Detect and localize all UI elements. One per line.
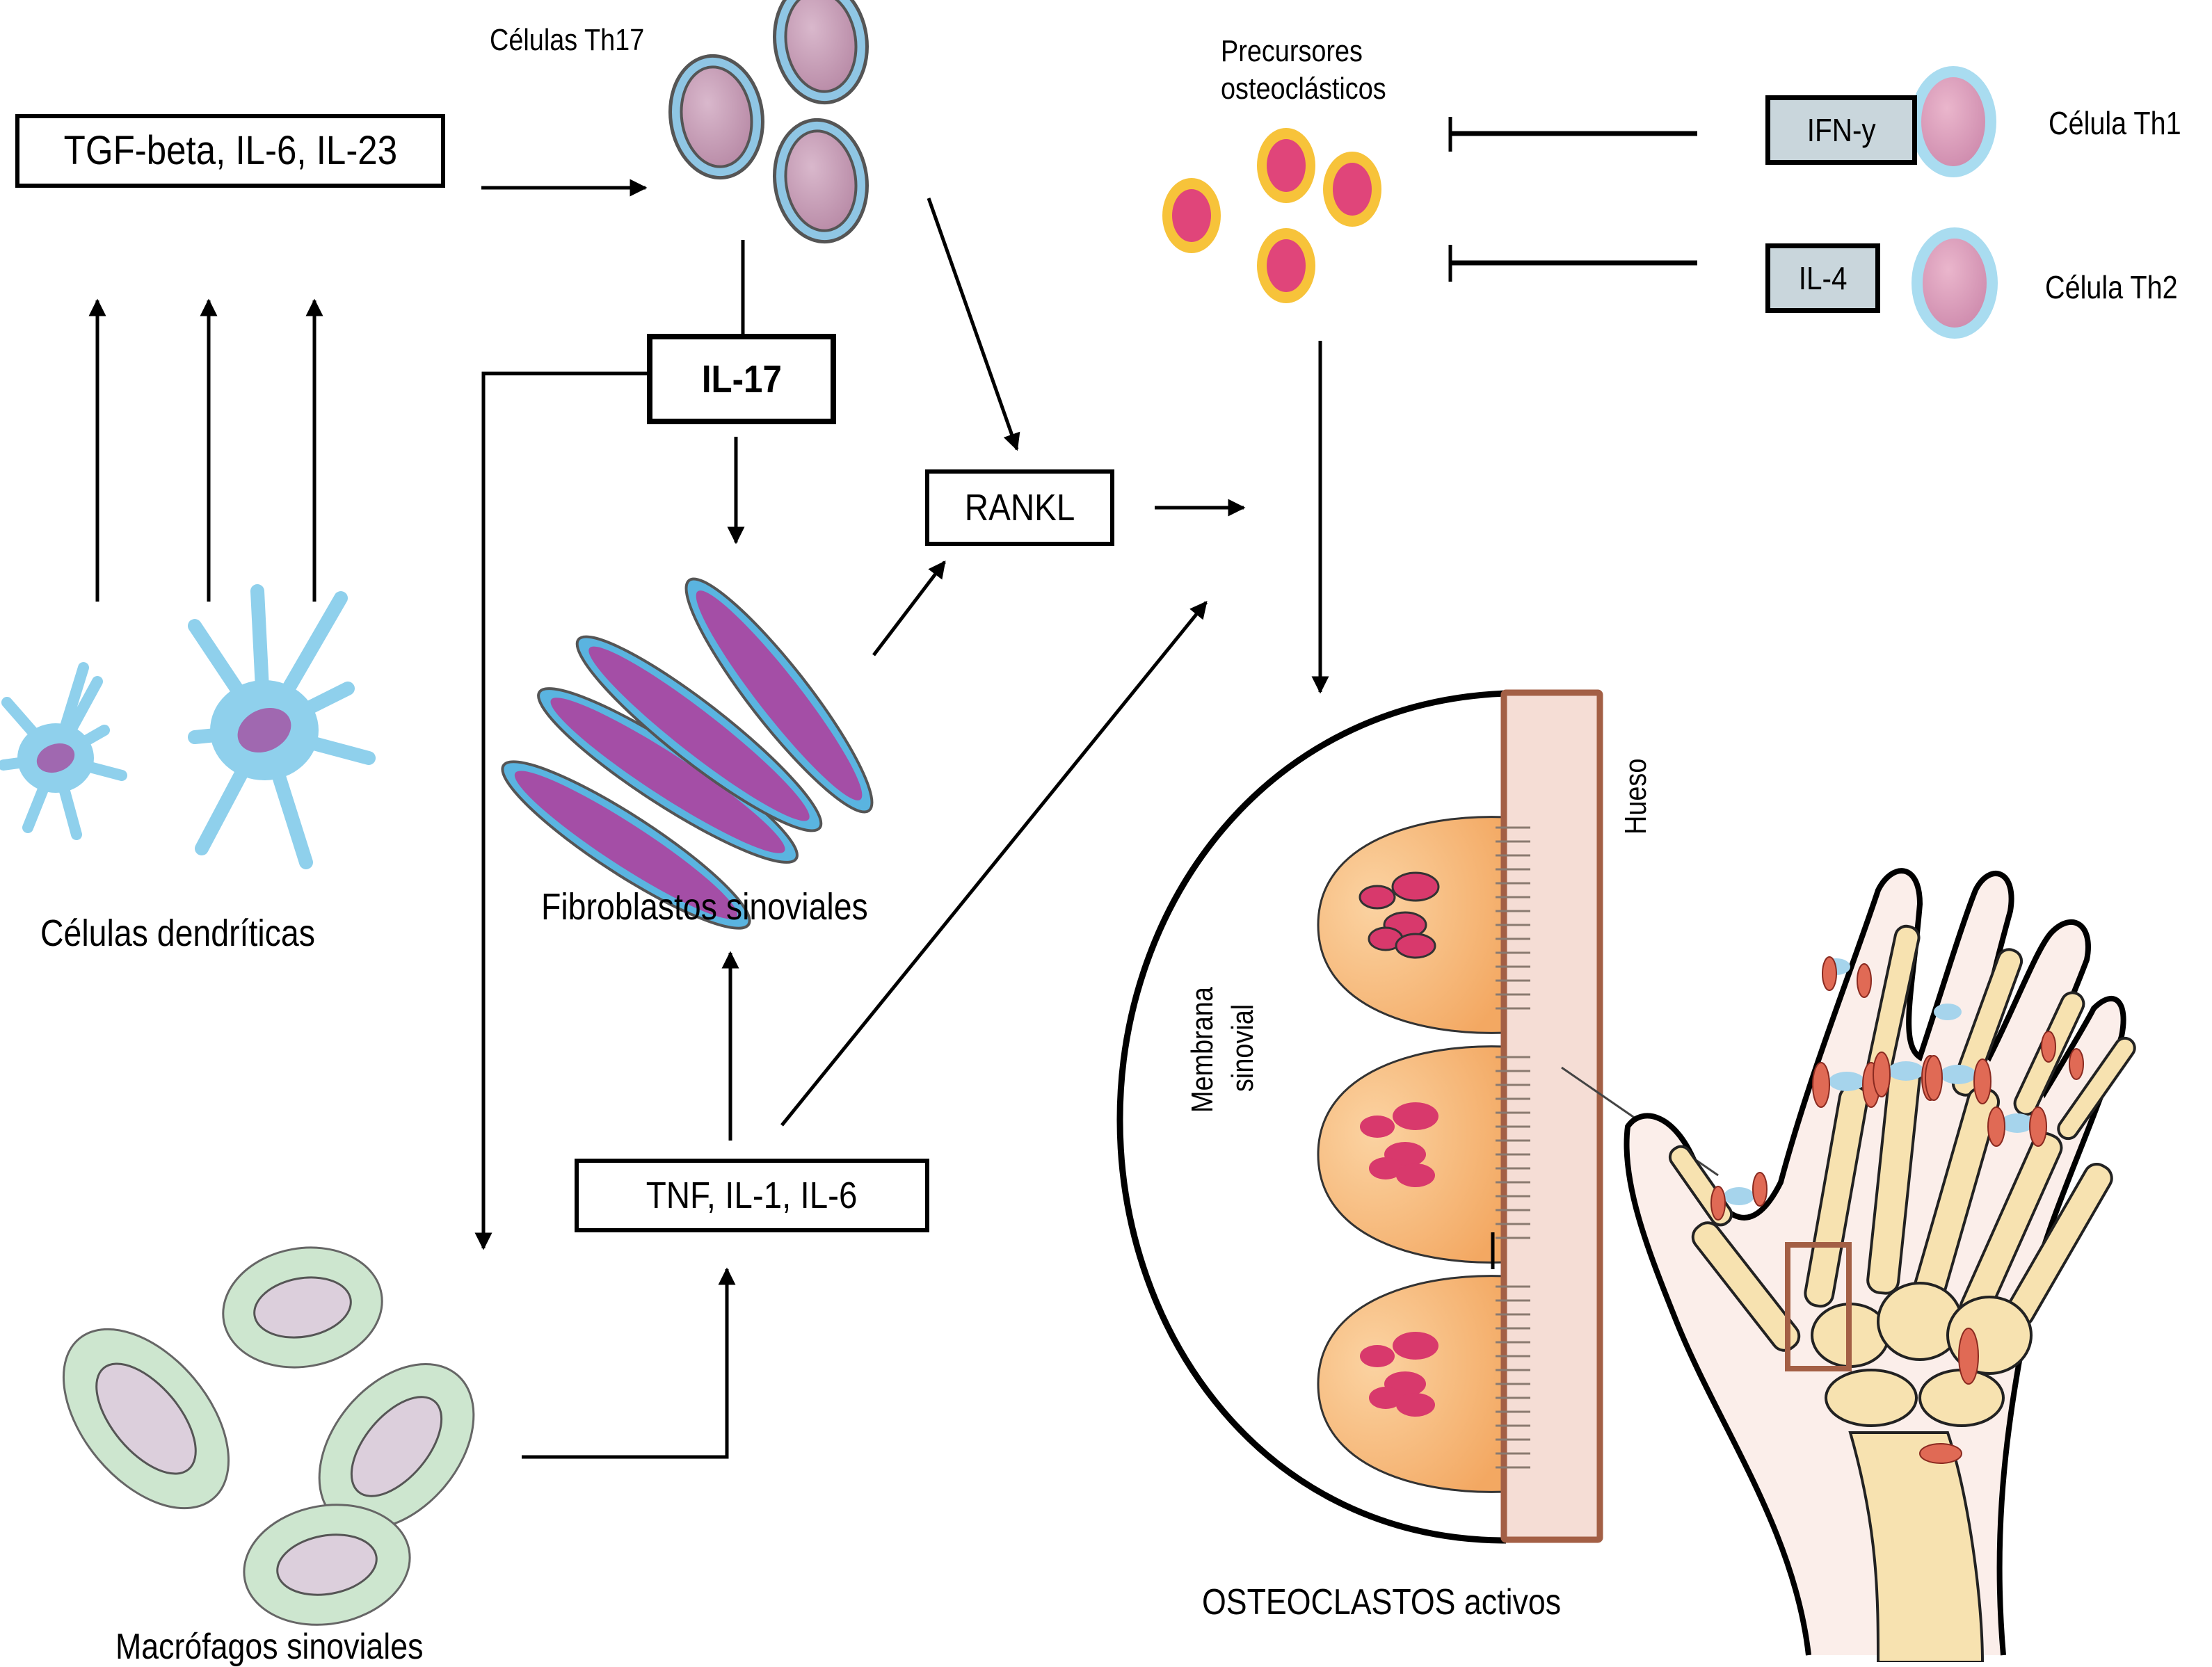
rankl-box: RANKL <box>925 469 1114 546</box>
inhibition-il4 <box>1448 245 1697 282</box>
th1-cell <box>1910 66 1996 177</box>
synovial-membrane-label-line2: sinovial <box>1226 1004 1260 1092</box>
th17-cell-group <box>668 0 869 244</box>
macrophage <box>62 1328 230 1510</box>
dendritic-cells-label: Células dendríticas <box>40 912 315 954</box>
th1-cell-label: Célula Th1 <box>2049 105 2181 141</box>
hand-illustration <box>1624 868 2136 1662</box>
ifn-box: IFN-y <box>1765 95 1917 165</box>
arrow-th17-to-rankl <box>927 198 1020 451</box>
th2-cell-label: Célula Th2 <box>2045 269 2178 305</box>
tnf-box-text: TNF, IL-1, IL-6 <box>646 1175 858 1216</box>
tgf-box: TGF-beta, IL-6, IL-23 <box>15 114 445 188</box>
rankl-box-text: RANKL <box>964 487 1075 529</box>
active-osteoclast <box>1317 1275 1507 1493</box>
dendritic-cell <box>0 662 127 840</box>
macrophage <box>318 1363 475 1530</box>
active-osteoclast <box>1317 816 1507 1034</box>
fibroblast-group <box>501 577 874 930</box>
osteoclast-precursor-group <box>1162 128 1381 303</box>
active-osteoclasts-label: OSTEOCLASTOS activos <box>1202 1582 1562 1622</box>
osteoclast-precursor <box>1257 128 1315 203</box>
macrophage <box>243 1504 411 1626</box>
precursors-label-line1: Precursores <box>1221 34 1363 68</box>
bone-label: Hueso <box>1619 758 1653 835</box>
arrow-il17-to-macrophages <box>474 371 647 1250</box>
macrophage-group <box>62 1246 475 1626</box>
active-osteoclast <box>1317 1045 1507 1264</box>
fibroblast <box>501 760 751 930</box>
arrow-fibroblasts-to-rankl <box>872 561 946 657</box>
il4-box: IL-4 <box>1765 243 1880 313</box>
zoom-region-box <box>1785 1242 1852 1371</box>
osteoclast-precursor <box>1257 228 1315 303</box>
precursors-label-line2: osteoclásticos <box>1221 72 1386 106</box>
arrow-macrophages-to-tnf <box>522 1267 736 1459</box>
inhibition-ifn <box>1448 117 1697 152</box>
il17-box-text: IL-17 <box>701 357 782 401</box>
th17-cell <box>773 0 869 105</box>
th2-cell <box>1912 227 1998 339</box>
th17-cell <box>773 118 869 244</box>
macrophage <box>222 1246 383 1369</box>
synovial-macrophages-label: Macrófagos sinoviales <box>115 1627 424 1667</box>
dendritic-cell <box>188 584 376 869</box>
fibroblast <box>575 635 823 832</box>
tnf-box: TNF, IL-1, IL-6 <box>575 1159 929 1232</box>
ifn-box-text: IFN-y <box>1806 112 1876 148</box>
il17-box: IL-17 <box>647 334 836 424</box>
th17-cells-label: Células Th17 <box>490 23 645 57</box>
osteoclast-precursor <box>1323 152 1381 227</box>
synovial-membrane-outline <box>1116 690 1507 1544</box>
th17-cell <box>668 54 764 180</box>
fibroblast <box>684 577 874 814</box>
tgf-box-text: TGF-beta, IL-6, IL-23 <box>63 128 397 173</box>
synovial-fibroblasts-label: Fibroblastos sinoviales <box>541 886 868 928</box>
connectors <box>88 179 1329 1459</box>
osteoclast-precursor <box>1162 178 1221 253</box>
arrow-tnf-to-osteoclasts <box>780 601 1208 1127</box>
il4-box-text: IL-4 <box>1798 260 1848 296</box>
joint-illustration <box>1116 689 1719 1544</box>
synovial-membrane-label-line1: Membrana <box>1185 987 1219 1113</box>
ruffled-border <box>1496 826 1530 1469</box>
